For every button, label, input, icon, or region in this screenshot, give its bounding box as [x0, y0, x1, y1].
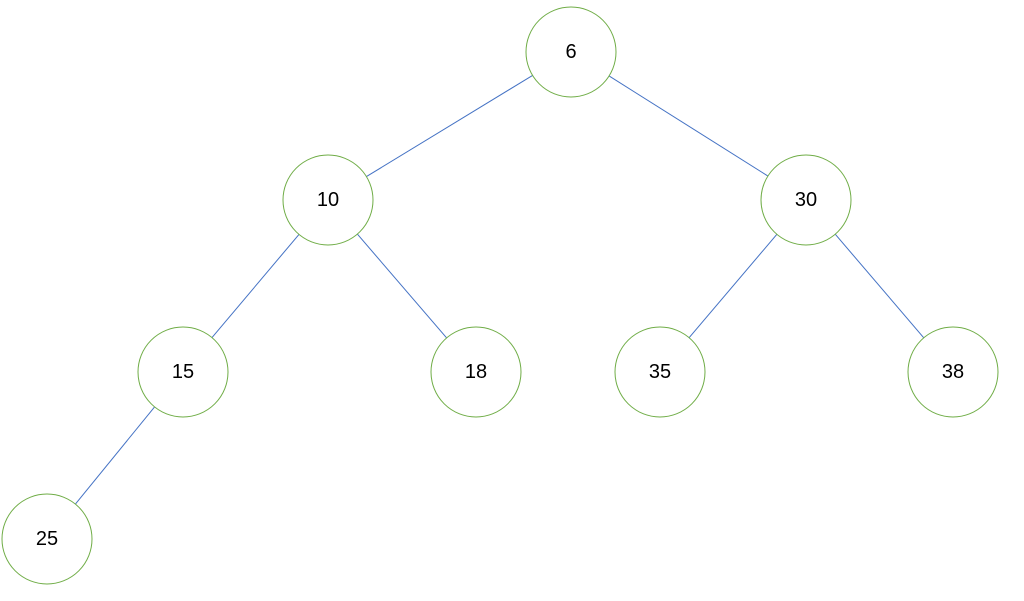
edge-n30-n38 — [834, 233, 925, 339]
tree-node-30: 30 — [760, 154, 852, 246]
edge-n30-n35 — [688, 233, 778, 339]
node-label: 15 — [172, 361, 194, 383]
node-label: 25 — [36, 528, 58, 550]
edge-n6-n10 — [366, 74, 533, 178]
edge-n10-n15 — [211, 234, 300, 338]
tree-nodes: 6 10 30 15 18 35 38 25 — [1, 6, 999, 585]
tree-node-38: 38 — [907, 326, 999, 418]
node-label: 10 — [317, 189, 339, 211]
node-label: 6 — [565, 41, 576, 63]
node-circle — [907, 326, 999, 418]
node-label: 38 — [942, 361, 964, 383]
node-circle — [525, 6, 617, 98]
tree-node-18: 18 — [430, 326, 522, 418]
node-circle — [760, 154, 852, 246]
tree-node-10: 10 — [282, 154, 374, 246]
tree-node-35: 35 — [614, 326, 706, 418]
node-label: 35 — [649, 361, 671, 383]
tree-edges — [75, 74, 925, 505]
edge-n6-n30 — [608, 75, 769, 177]
edge-n10-n18 — [356, 233, 448, 339]
node-circle — [614, 326, 706, 418]
node-circle — [1, 493, 93, 585]
node-label: 30 — [795, 189, 817, 211]
tree-node-6: 6 — [525, 6, 617, 98]
node-circle — [137, 326, 229, 418]
node-circle — [282, 154, 374, 246]
node-label: 18 — [465, 361, 487, 383]
edge-n15-n25 — [75, 406, 155, 505]
tree-node-15: 15 — [137, 326, 229, 418]
node-circle — [430, 326, 522, 418]
tree-node-25: 25 — [1, 493, 93, 585]
